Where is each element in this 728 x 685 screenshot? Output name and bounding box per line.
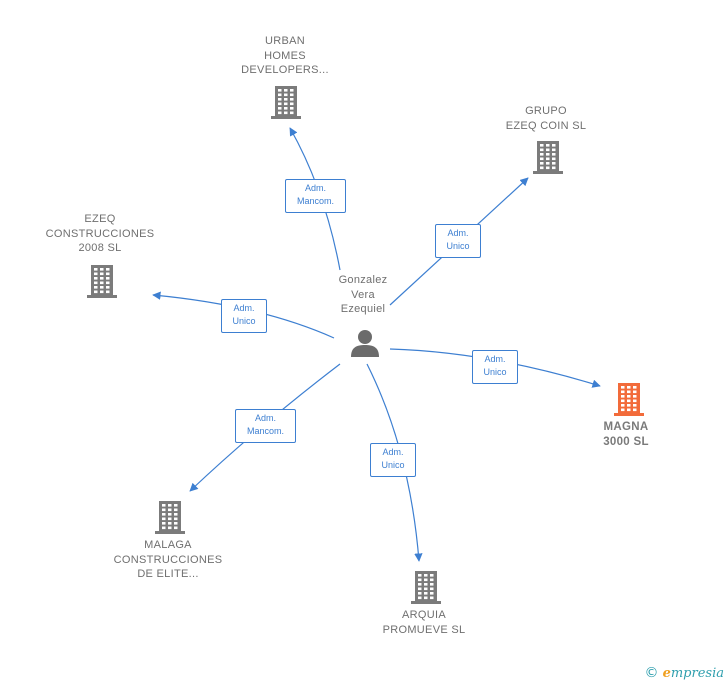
company-label-arquia[interactable]: ARQUIA PROMUEVE SL — [382, 609, 466, 636]
building-icon-grupo[interactable] — [532, 139, 564, 175]
company-label-urban[interactable]: URBAN HOMES DEVELOPERS... — [241, 35, 329, 76]
person-label[interactable]: Gonzalez Vera Ezequiel — [338, 274, 388, 315]
person-icon[interactable] — [350, 328, 380, 358]
brand-logo-rest: mpresia — [670, 666, 724, 681]
brand-logo-e: e — [662, 666, 671, 681]
relation-label-urban[interactable]: Adm. Mancom. — [285, 179, 346, 213]
relation-label-grupo[interactable]: Adm. Unico — [435, 224, 481, 258]
company-label-grupo[interactable]: GRUPO EZEQ COIN SL — [505, 105, 587, 132]
building-icon-malaga[interactable] — [154, 499, 186, 535]
copyright-icon: © — [644, 665, 659, 681]
company-label-ezeq[interactable]: EZEQ CONSTRUCCIONES 2008 SL — [45, 213, 155, 254]
company-label-malaga[interactable]: MALAGA CONSTRUCCIONES DE ELITE... — [113, 539, 223, 580]
building-icon-magna[interactable] — [613, 381, 645, 417]
relation-label-magna[interactable]: Adm. Unico — [472, 350, 518, 384]
relation-label-malaga[interactable]: Adm. Mancom. — [235, 409, 296, 443]
building-icon-arquia[interactable] — [410, 569, 442, 605]
brand-logo: © empresia — [644, 665, 724, 681]
company-label-magna[interactable]: MAGNA 3000 SL — [603, 421, 649, 448]
building-icon-urban[interactable] — [270, 84, 302, 120]
relation-label-arquia[interactable]: Adm. Unico — [370, 443, 416, 477]
relation-label-ezeq[interactable]: Adm. Unico — [221, 299, 267, 333]
building-icon-ezeq[interactable] — [86, 263, 118, 299]
